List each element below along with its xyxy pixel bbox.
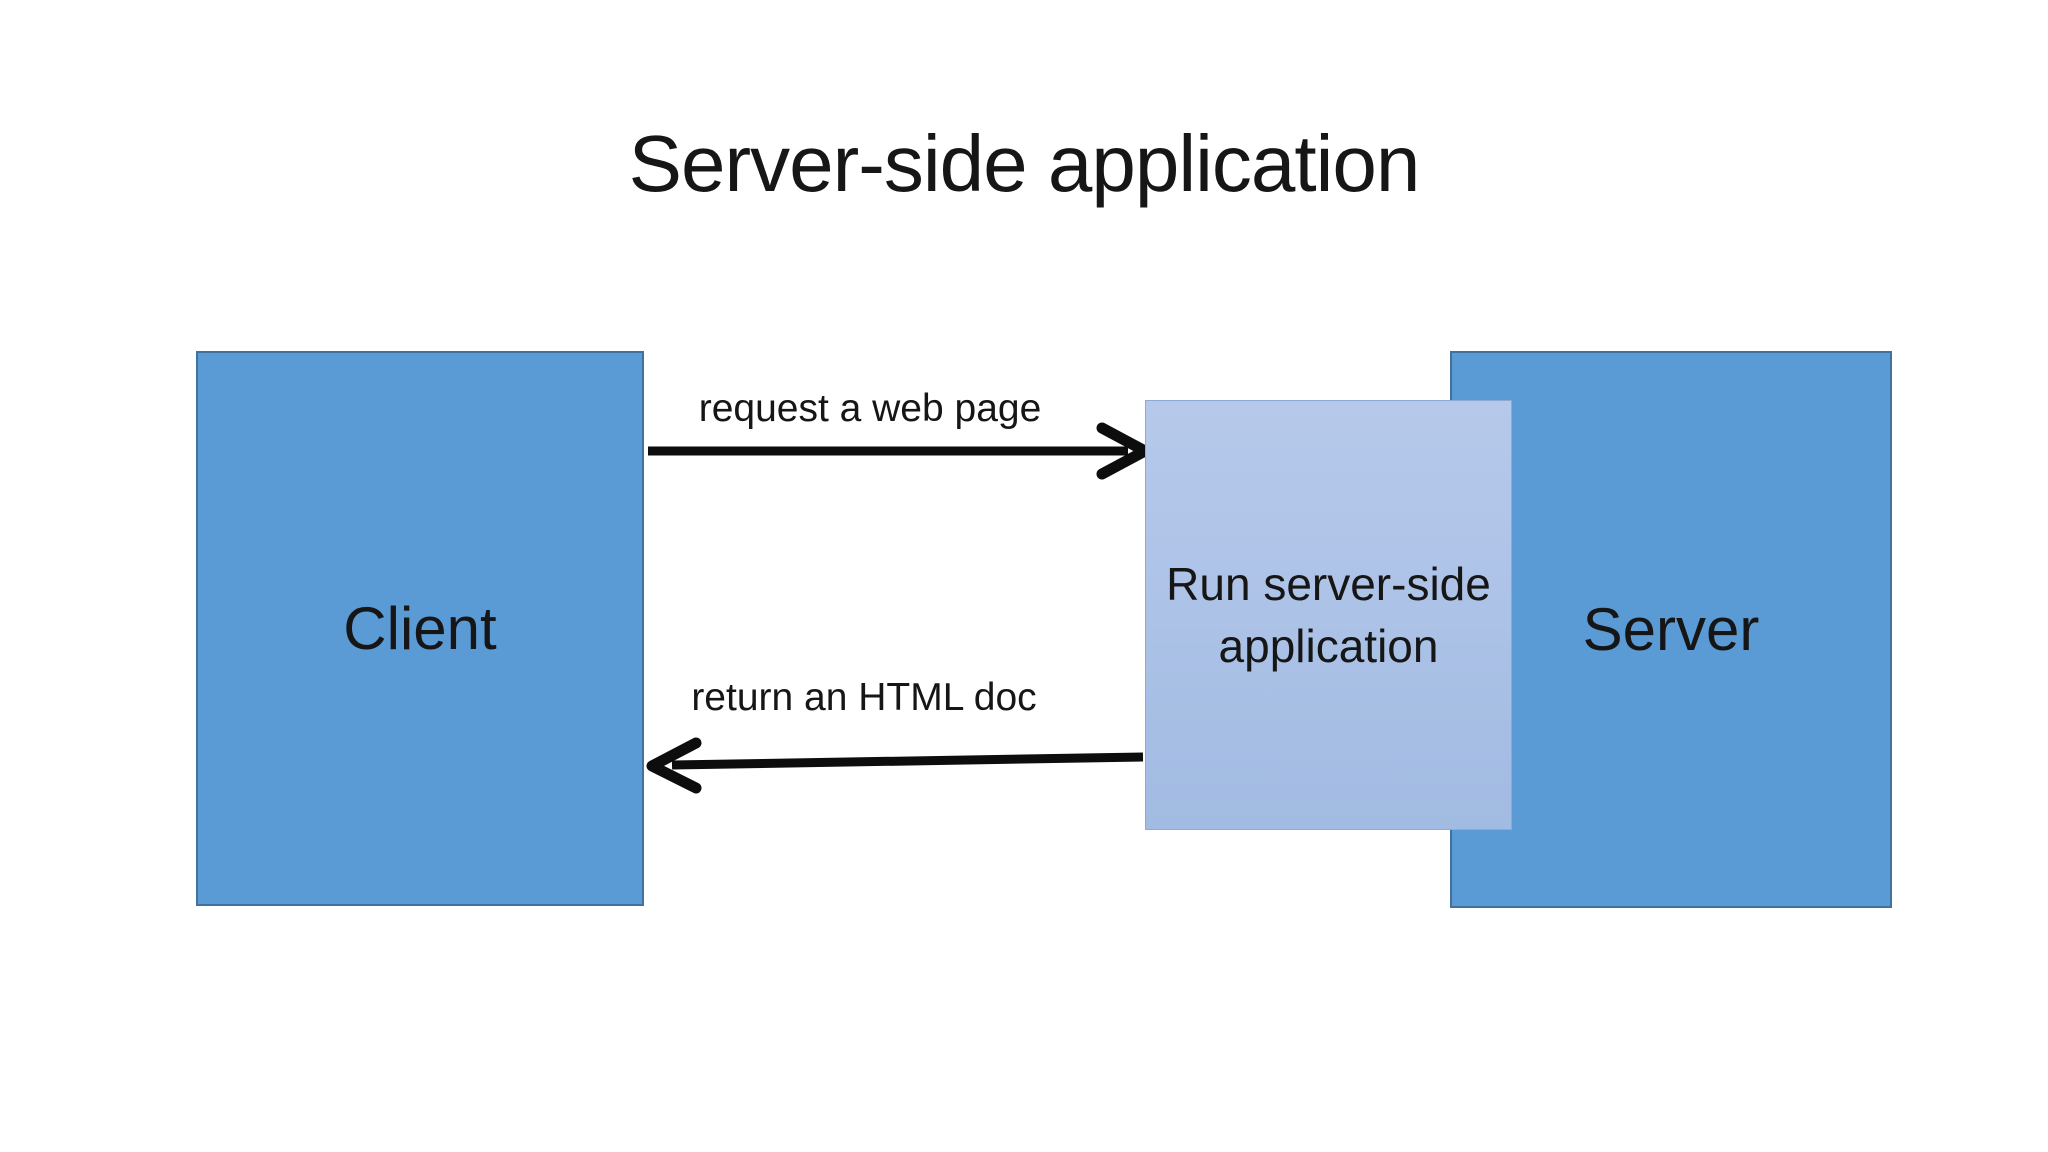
diagram-title: Server-side application (628, 119, 1421, 208)
return-arrow (646, 737, 1144, 794)
request-arrow (648, 422, 1151, 480)
client-box: Client (196, 351, 644, 906)
server-box: Server (1450, 351, 1892, 908)
request-arrow-label: request a web page (698, 387, 1042, 430)
process-box-label-line2: application (1218, 620, 1439, 672)
return-arrow-label: return an HTML doc (691, 676, 1037, 719)
process-box: Run server-side application (1145, 400, 1512, 830)
process-box-label-line1: Run server-side (1166, 558, 1491, 610)
server-box-label: Server (1582, 596, 1760, 663)
client-box-label: Client (343, 595, 497, 662)
